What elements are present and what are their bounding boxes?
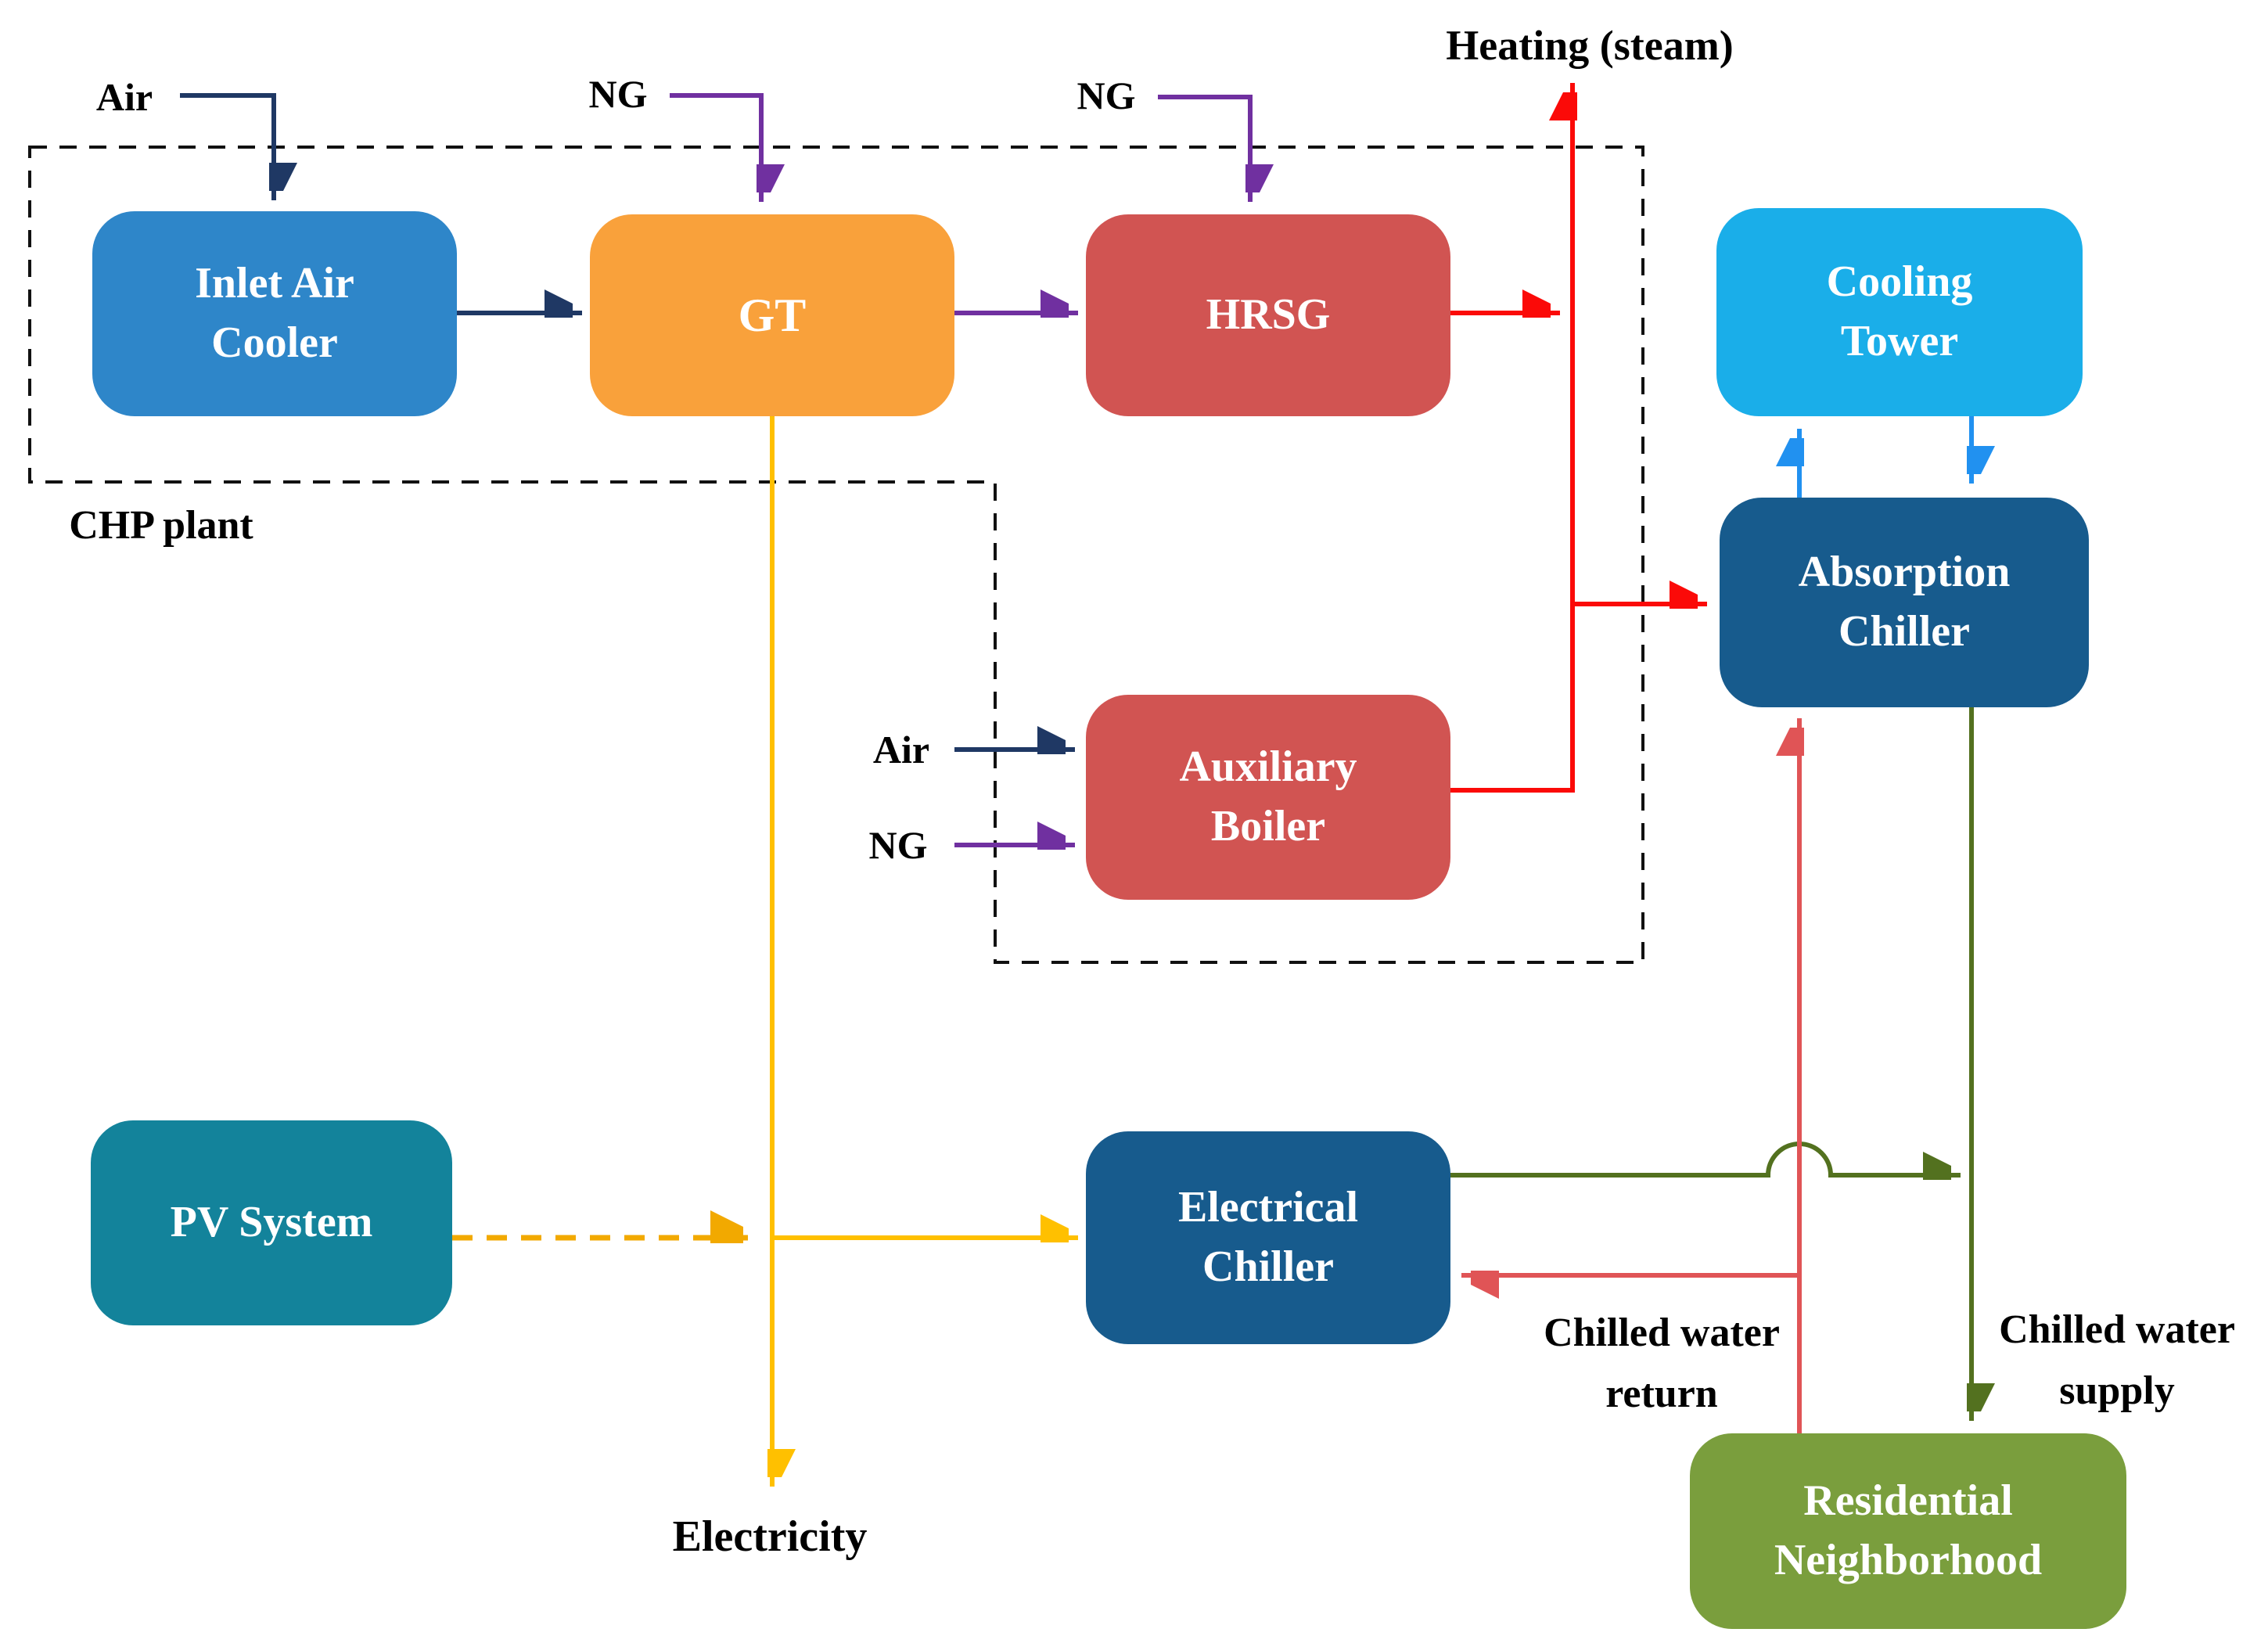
flow-air-to-inlet-cooler	[180, 93, 274, 200]
inlet-air-cooler-label-line1: Inlet Air	[195, 259, 354, 308]
chp-plant-label: CHP plant	[69, 503, 253, 548]
electrical-chiller-label-line2: Chiller	[1202, 1242, 1334, 1291]
residential-neighborhood-label-line1: Residential	[1803, 1476, 2013, 1526]
residential-neighborhood-label-line2: Neighborhood	[1774, 1536, 2043, 1584]
absorption-chiller-label-line2: Chiller	[1838, 607, 1970, 656]
residential-neighborhood-node	[1690, 1433, 2126, 1629]
auxiliary-boiler-label: Auxiliary Boiler	[1086, 695, 1450, 900]
ng-boiler-input-label: NG	[868, 823, 928, 867]
chilled-water-return-label-line1: Chilled water	[1544, 1311, 1780, 1355]
inlet-air-cooler-label-line2: Cooler	[211, 318, 338, 367]
cooling-tower-label-line2: Tower	[1840, 317, 1959, 365]
absorption-chiller-label: Absorption Chiller	[1720, 498, 2089, 707]
chilled-water-return-label-line2: return	[1605, 1372, 1718, 1416]
ng-hrsg-input-label: NG	[1076, 74, 1136, 117]
air-boiler-input-label: Air	[872, 728, 930, 771]
absorption-chiller-label-line1: Absorption	[1798, 548, 2011, 597]
hrsg-node	[1086, 214, 1450, 416]
heating-steam-label: Heating (steam)	[1446, 22, 1734, 69]
air-input-label: Air	[95, 75, 153, 119]
auxiliary-boiler-node	[1086, 695, 1450, 900]
gt-node	[590, 214, 954, 416]
gt-label-line1: GT	[738, 289, 807, 341]
inlet-air-cooler-label: Inlet Air Cooler	[92, 211, 457, 416]
flow-electrical-chiller-supply-hop	[1450, 1142, 1961, 1175]
absorption-chiller-node	[1720, 498, 2089, 707]
flow-ng-to-hrsg	[1158, 95, 1250, 202]
flow-ng-to-gt	[670, 93, 761, 202]
chilled-water-supply-label-line1: Chilled water	[1999, 1307, 2235, 1352]
inlet-air-cooler-node	[92, 211, 457, 416]
chilled-water-supply-label-line2: supply	[2059, 1368, 2175, 1413]
cooling-tower-label-line1: Cooling	[1826, 257, 1973, 307]
electrical-chiller-node	[1086, 1131, 1450, 1344]
electricity-label: Electricity	[672, 1512, 868, 1561]
chp-plant-boundary	[28, 146, 1644, 964]
hrsg-label-line1: HRSG	[1206, 290, 1331, 340]
ng-gt-input-label: NG	[588, 72, 648, 116]
pv-system-node	[91, 1120, 452, 1325]
gt-label: GT	[590, 214, 954, 416]
auxiliary-boiler-label-line1: Auxiliary	[1179, 742, 1357, 792]
hrsg-label: HRSG	[1086, 214, 1450, 416]
electrical-chiller-label: Electrical Chiller	[1086, 1131, 1450, 1344]
cooling-tower-node	[1716, 208, 2083, 416]
pv-system-label-line1: PV System	[170, 1198, 373, 1247]
electrical-chiller-label-line1: Electrical	[1177, 1183, 1359, 1232]
cooling-tower-label: Cooling Tower	[1716, 208, 2083, 416]
pv-system-label: PV System	[91, 1120, 452, 1325]
residential-neighborhood-label: Residential Neighborhood	[1690, 1433, 2126, 1629]
auxiliary-boiler-label-line2: Boiler	[1210, 802, 1326, 850]
